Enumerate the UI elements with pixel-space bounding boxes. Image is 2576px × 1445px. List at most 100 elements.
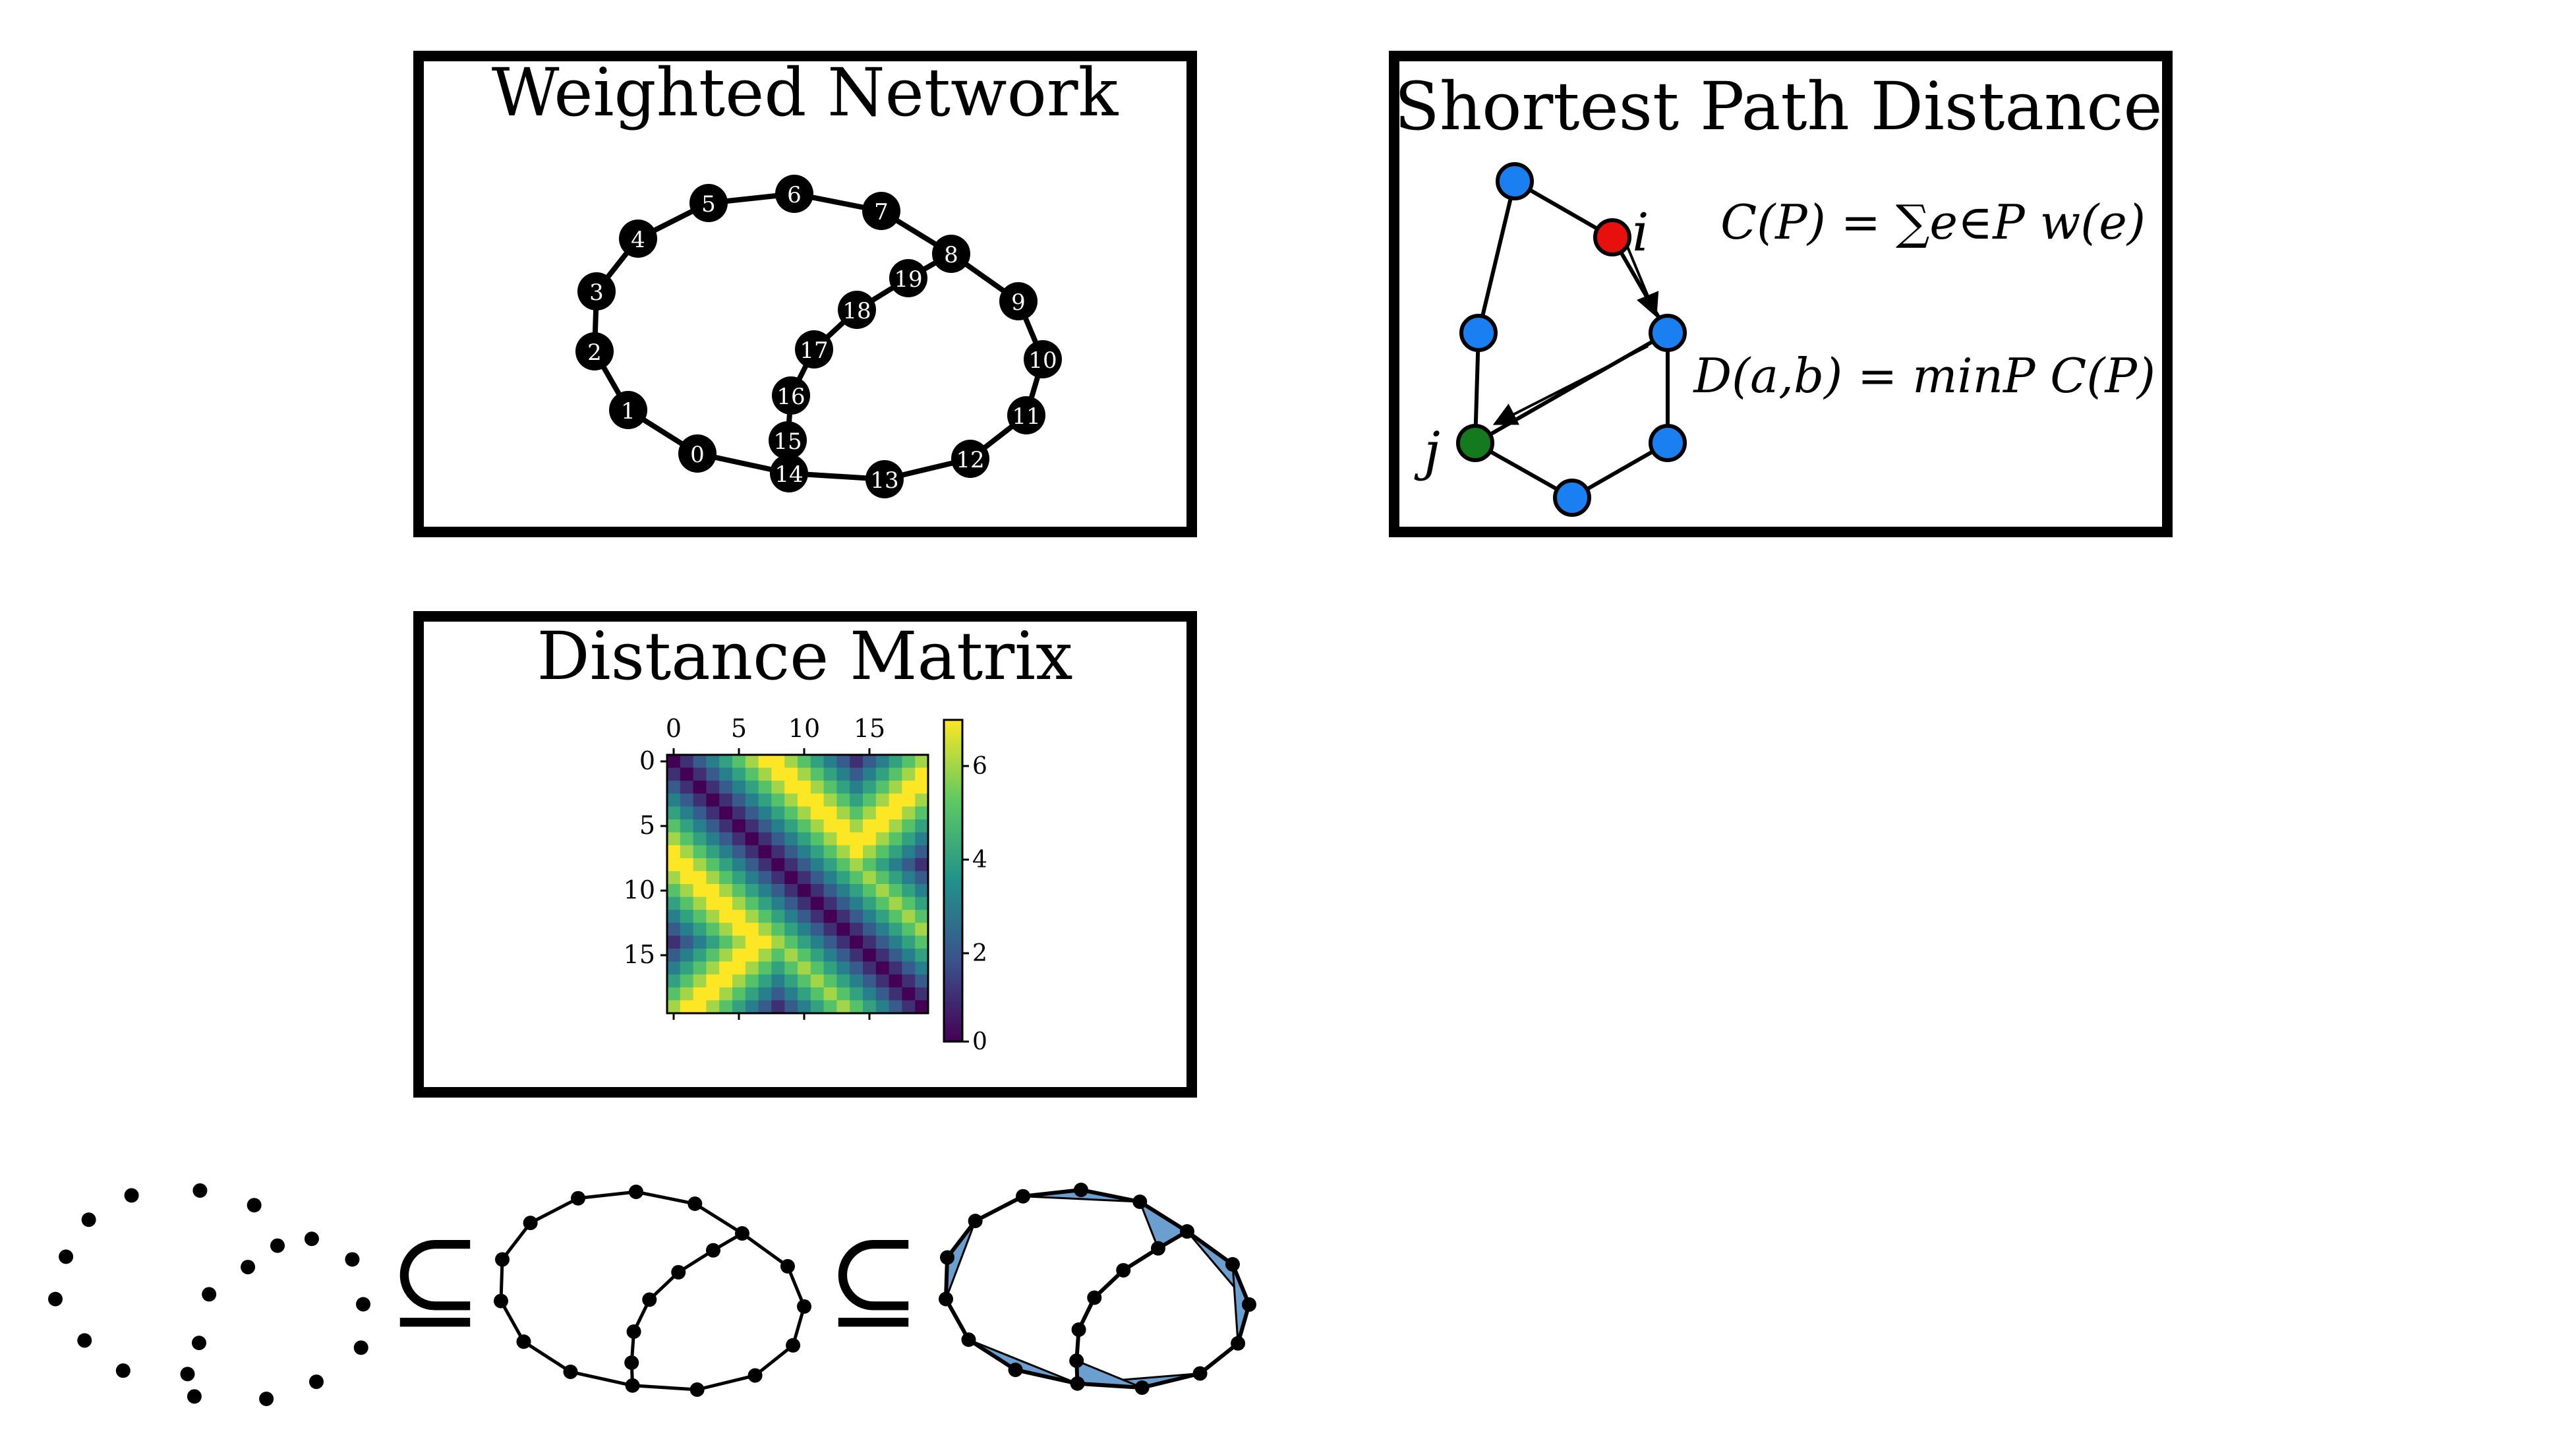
heatmap-cell — [863, 949, 877, 962]
heatmap-cell — [667, 858, 681, 871]
complex-edge — [1186, 1229, 1234, 1266]
heatmap-cell — [810, 897, 825, 910]
heatmap-cell — [850, 793, 864, 807]
heatmap-cell — [706, 910, 720, 924]
heatmap-cell — [836, 1000, 850, 1014]
heatmap-cell — [680, 961, 694, 975]
heatmap-cell — [836, 781, 850, 794]
heatmap-cell — [758, 781, 772, 794]
heatmap-cell — [915, 767, 929, 781]
cost-formula: C(P) = ∑e∈P w(e) — [1720, 194, 2146, 250]
heatmap-cell — [823, 793, 837, 807]
heatmap-cell — [850, 884, 864, 898]
heatmap-cell — [667, 832, 681, 846]
heatmap-cell — [823, 922, 837, 936]
heatmap-cell — [875, 897, 890, 910]
heatmap-cell — [850, 935, 864, 949]
heatmap-cell — [745, 871, 759, 885]
network-node: 4 — [619, 220, 657, 258]
heatmap-cell — [810, 974, 825, 988]
heatmap-cell — [915, 922, 929, 936]
heatmap-cell — [823, 819, 837, 833]
heatmap-cell — [850, 767, 864, 781]
heatmap-cell — [798, 935, 811, 949]
heatmap-cell — [850, 806, 864, 820]
heatmap-cell — [758, 922, 772, 936]
graph-vertex — [642, 1292, 657, 1307]
network-node-circle — [609, 391, 647, 429]
heatmap-cell — [732, 845, 746, 859]
graph-vertex — [494, 1293, 508, 1309]
simplex-triangle — [968, 1338, 1078, 1385]
complex-vertex — [1116, 1262, 1131, 1278]
graph-complex — [494, 1185, 811, 1397]
heatmap-cell — [693, 755, 707, 769]
heatmap-cell — [810, 871, 825, 885]
graph-vertex — [495, 1252, 510, 1267]
cloud-point — [270, 1238, 285, 1253]
heatmap-cell — [732, 987, 746, 1001]
heatmap-cell — [784, 949, 798, 962]
heatmap-cell — [693, 897, 707, 910]
graph-edge — [754, 1343, 794, 1377]
left-tick-label: 0 — [639, 746, 655, 775]
top-tick-label: 0 — [666, 714, 682, 743]
heatmap-cell — [771, 987, 785, 1001]
heatmap-cell — [745, 935, 759, 949]
heatmap-cell — [810, 935, 825, 949]
network-node-label: 0 — [690, 442, 705, 468]
heatmap-cell — [745, 819, 759, 833]
heatmap-cell — [719, 793, 733, 807]
complex-edge — [944, 1298, 971, 1341]
heatmap-cell — [902, 793, 916, 807]
simplicial-complex — [939, 1183, 1256, 1395]
complex-vertex — [1134, 1380, 1150, 1395]
heatmap-cell — [719, 987, 733, 1001]
heatmap-cell — [823, 845, 837, 859]
network-node-circle — [775, 175, 813, 213]
heatmap-cell — [719, 884, 733, 898]
heatmap-cell — [706, 845, 720, 859]
heatmap-cell — [823, 858, 837, 871]
heatmap-cell — [693, 767, 707, 781]
heatmap-cell — [732, 961, 746, 975]
network-node-circle — [795, 330, 833, 369]
graph-edge — [741, 1232, 789, 1268]
heatmap-cell — [784, 910, 798, 924]
cloud-point — [77, 1333, 92, 1348]
complex-edge — [1141, 1371, 1201, 1390]
blue-node — [1459, 314, 1498, 352]
heatmap-cell — [732, 910, 746, 924]
heatmap-cell — [706, 871, 720, 885]
heatmap-cell — [771, 832, 785, 846]
heatmap-cell — [719, 935, 733, 949]
heatmap-cell — [889, 1000, 902, 1014]
heatmap-cell — [875, 922, 890, 936]
heatmap-cell — [745, 755, 759, 769]
heatmap-cell — [784, 858, 798, 871]
heatmap-cell — [771, 935, 785, 949]
heatmap-cell — [863, 884, 877, 898]
heatmap-cell — [902, 858, 916, 871]
heatmap-cell — [850, 1000, 864, 1014]
network-node-label: 16 — [776, 384, 805, 410]
heatmap-cell — [798, 1000, 811, 1014]
complex-edge — [1077, 1381, 1142, 1390]
heatmap-cell — [745, 884, 759, 898]
heatmap-cell — [706, 961, 720, 975]
network-node-circle — [575, 332, 614, 370]
heatmap-cell — [719, 806, 733, 820]
graph-vertex — [563, 1364, 578, 1379]
heatmap-cell — [745, 1000, 759, 1014]
heatmap-cell — [680, 819, 694, 833]
heatmap-cell — [706, 767, 720, 781]
heatmap-cell — [680, 897, 694, 910]
heatmap-cell — [798, 961, 811, 975]
cloud-point — [304, 1231, 319, 1247]
heatmap-cell — [771, 858, 785, 871]
heatmap-cell — [771, 871, 785, 885]
heatmap-cell — [875, 819, 890, 833]
heatmap-cell — [706, 858, 720, 871]
